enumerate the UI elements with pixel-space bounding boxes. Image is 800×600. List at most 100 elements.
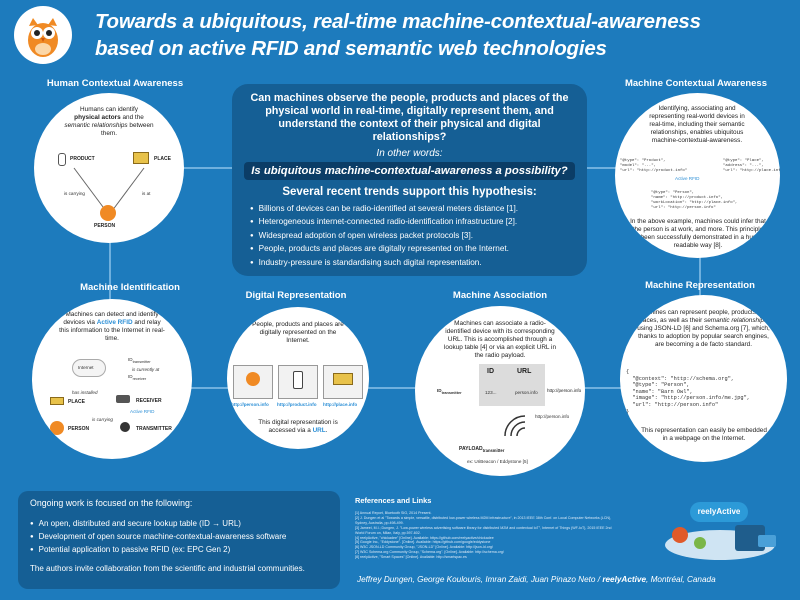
human-ctx-text: Humans can identify physical actors and … [64,106,154,137]
active-rfid-label: Active RFID [675,176,700,181]
machine-assoc-text: Machines can associate a radio-identifie… [443,320,556,359]
radio-waves-icon [504,415,526,437]
url-payload: http://person.info [535,414,570,419]
ongoing-list: An open, distributed and secure lookup t… [30,518,328,557]
digital-rep-circle: People, products and places are digitall… [227,307,369,449]
references-title: References and Links [355,496,432,505]
col-id: ID [487,368,494,375]
uribeacon-example: ex: UriBeacon / Eddystone [5] [467,459,528,464]
transmitter-label: TRANSMITTER [136,426,172,432]
digital-rep-text: People, products and places are digitall… [252,321,344,344]
receiver-icon [116,395,130,403]
col-url: URL [517,368,532,375]
person-owl-icon [50,421,64,435]
ongoing-closing: The authors invite collaboration from th… [30,564,305,573]
person-label: PERSON [94,223,116,229]
machine-assoc-title: Machine Association [452,290,548,301]
row-url: person.info [515,390,538,395]
active-rfid-label: Active RFID [130,409,155,414]
lookup-table: ID URL 123... person.info [479,364,545,406]
human-ctx-circle: Humans can identify physical actors and … [34,93,184,243]
poster-title: Towards a ubiquitous, real-time machine-… [95,8,795,62]
place-label: PLACE [154,156,171,162]
digital-rep-footer: This digital representation is accessed … [258,419,338,434]
is-currently-at: is currently at [132,367,160,372]
phone-icon [58,153,66,166]
trend-item: Industry-pressure is standardising such … [250,257,582,270]
title-line-1: Towards a ubiquitous, real-time machine-… [95,10,701,33]
reference-item: [7] W3C Schema.org Community Group, "Sch… [355,550,504,555]
url-person[interactable]: http://person.info [231,402,269,407]
machine-ctx-text: Identifying, associating and representin… [649,105,745,144]
url-place[interactable]: http://place.info [323,402,358,407]
references: References and Links [1] Annual Report, … [355,496,615,560]
owl-icon [28,18,58,57]
machine-ctx-title: Machine Contextual Awareness [624,78,768,89]
person-owl-icon [100,205,116,221]
has-installed: has installed [72,390,98,395]
building-icon [50,397,64,405]
webpage-person [233,365,273,399]
authors: Jeffrey Dungen, George Koulouris, Imran … [357,575,716,584]
machine-ctx-circle: Identifying, associating and representin… [615,93,780,258]
ongoing-work-panel: Ongoing work is focused on the following… [18,491,340,589]
reference-item: [1] Annual Report, Bluetooth SIG, 2014 P… [355,511,432,515]
code-place: "@type": "Place", "address": "...", "url… [723,159,780,173]
title-line-2: based on active RFID and semantic web te… [95,37,607,60]
trends-list: Billions of devices can be radio-identif… [250,203,582,270]
ongoing-item: Potential application to passive RFID (e… [30,544,328,557]
machine-id-title: Machine Identification [80,282,180,293]
url-right: http://person.info [547,388,582,393]
rel-at: is at [142,191,151,196]
devices-illustration [665,525,776,560]
building-icon [133,152,149,164]
id-receiver: IDreceiver [128,374,147,381]
reference-item: [3] Jameel, M.I.; Dungen, J. "Low-power … [355,525,612,535]
transmitter-icon [120,422,130,432]
trends-title: Several recent trends support this hypot… [282,186,537,198]
machine-id-text: Machines can detect and identify devices… [59,311,165,342]
machine-rep-text: Machines can represent people, products … [637,309,770,348]
product-label: PRODUCT [70,156,95,162]
ongoing-item: An open, distributed and secure lookup t… [30,518,328,531]
code-product: "@type": "Product", "model": "...", "url… [620,159,688,173]
reference-item: [4] reelyActive, "chickadee" [Online]. A… [355,535,494,540]
trend-item: Heterogeneous internet-connected radio-i… [250,216,582,229]
trend-item: People, products and places are digitall… [250,243,582,256]
research-question: Can machines observe the people, product… [250,92,569,143]
trend-item: Widespread adoption of open wireless pac… [250,230,582,243]
url-product[interactable]: http://product.info [277,402,317,407]
hypothesis-highlight: Is ubiquitous machine-contextual-awarene… [244,162,575,180]
human-ctx-diagram [73,167,145,212]
id-transmitter: IDtransmitter [437,388,462,395]
reference-item: [8] reelyActive, "Smart Spaces" [Online]… [355,555,467,560]
reference-item: [6] W3C JSON-LD Community Group, "JSON-L… [355,545,493,550]
digital-rep-title: Digital Representation [245,290,347,301]
reference-item: [5] Google Inc., "Eddystone". [Online]. … [355,540,491,545]
references-list: [1] Annual Report, Bluetooth SIG, 2014 P… [355,511,615,560]
machine-id-circle: Machines can detect and identify devices… [32,299,192,459]
reference-item: [2] J. Dungen et al "Towards a simple, v… [355,515,612,525]
human-ctx-title: Human Contextual Awareness [46,78,184,89]
central-question-panel: Can machines observe the people, product… [232,84,587,276]
machine-rep-footer: This representation can easily be embedd… [641,427,767,442]
cloud-icon: Internet [72,359,106,377]
id-transmitter: IDtransmitter [128,357,151,364]
person-label: PERSON [68,426,90,432]
webpage-product [278,365,318,399]
code-person: "@type": "Person", "name": "http://produ… [651,191,738,210]
ongoing-title: Ongoing work is focused on the following… [30,498,193,508]
machine-assoc-circle: Machines can associate a radio-identifie… [415,306,585,476]
is-carrying: is carrying [92,417,113,422]
reelyactive-logo: reelyActive [690,502,748,522]
webpage-place [323,365,363,399]
place-label: PLACE [68,399,85,405]
json-ld-code: { "@context": "http://schema.org", "@typ… [626,369,750,415]
owl-logo [14,6,72,64]
trend-item: Billions of devices can be radio-identif… [250,203,582,216]
receiver-label: RECEIVER [136,398,162,404]
in-other-words: In other words: [376,148,443,159]
ongoing-item: Development of open source machine-conte… [30,531,328,544]
rel-carrying: is carrying [64,191,85,196]
machine-ctx-footer: In the above example, machines could inf… [628,218,768,249]
